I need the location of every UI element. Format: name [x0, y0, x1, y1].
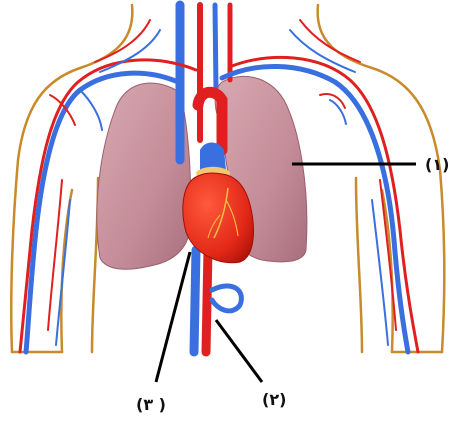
label-1: (١) — [425, 155, 449, 174]
leader-line-2 — [216, 320, 262, 382]
label-3: (٣ ) — [136, 395, 166, 414]
leader-line-3 — [156, 252, 190, 382]
label-2: (٢) — [262, 390, 286, 409]
